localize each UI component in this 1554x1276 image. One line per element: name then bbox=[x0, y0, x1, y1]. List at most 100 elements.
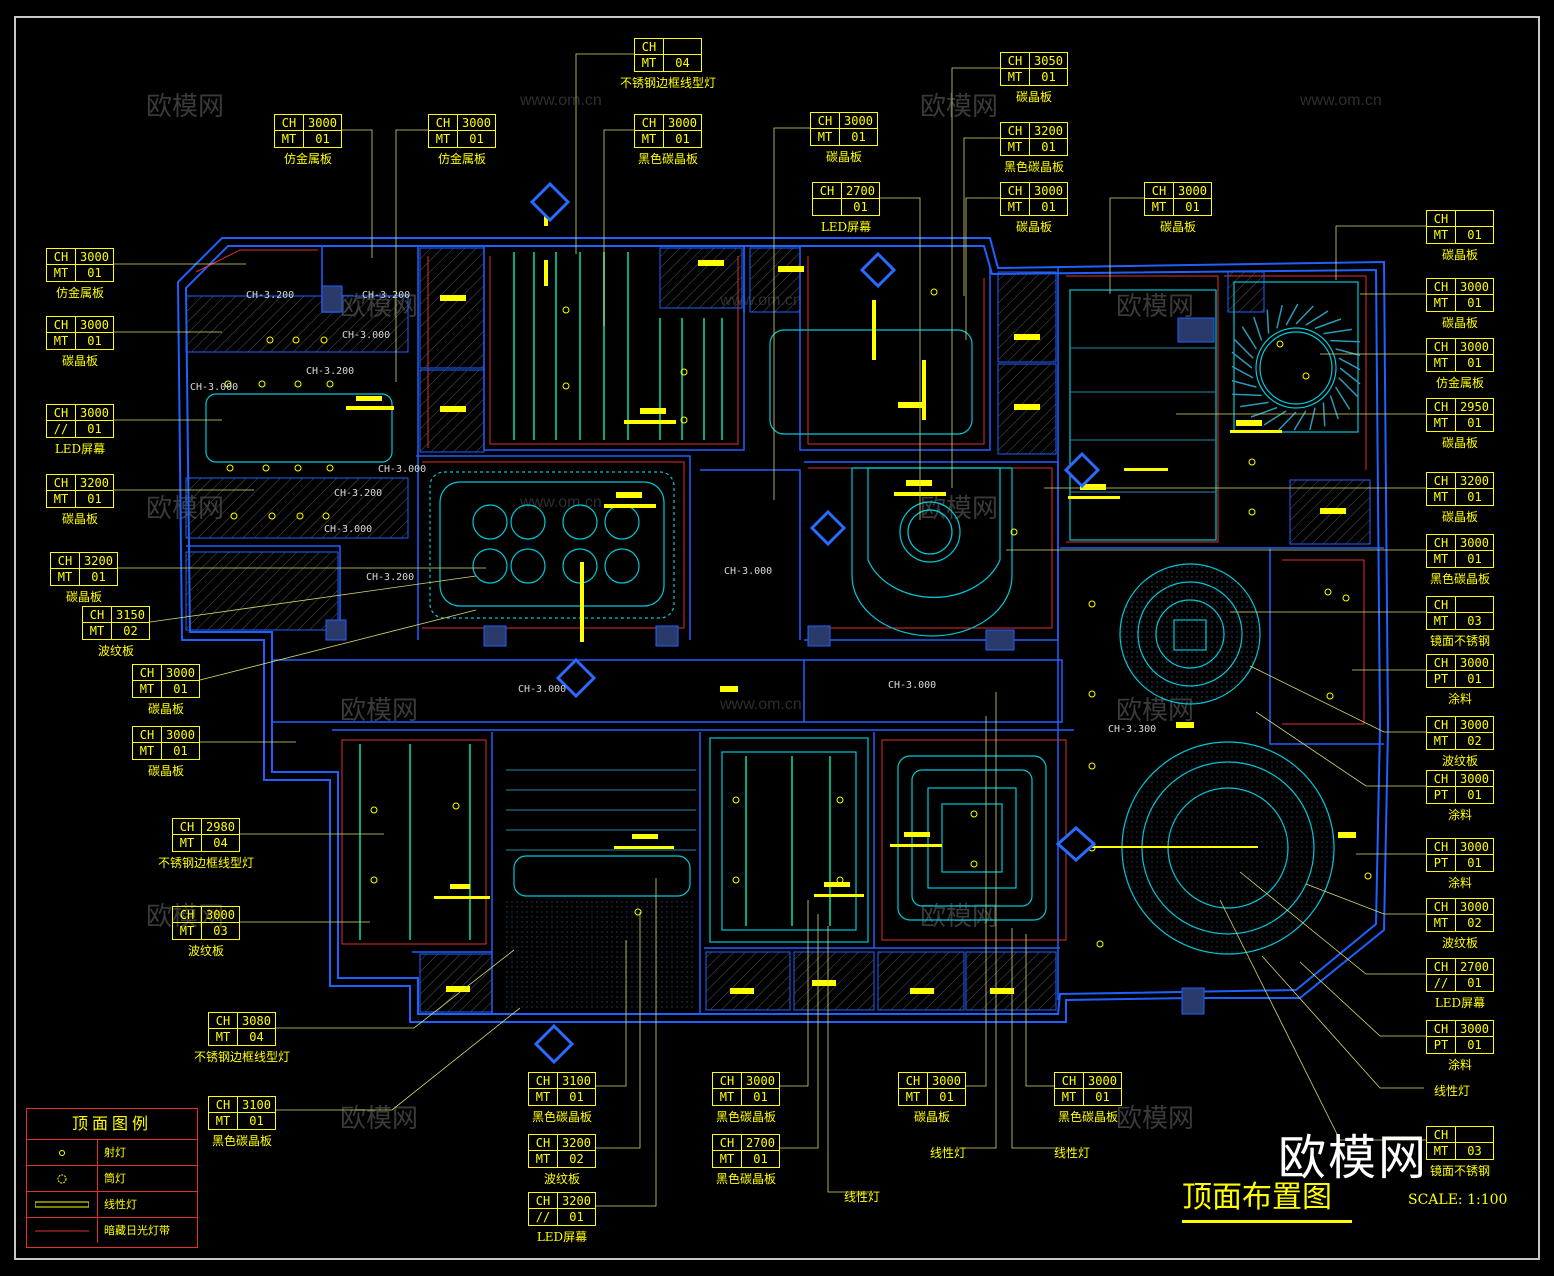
note-linear-light: 线性灯 bbox=[929, 1146, 966, 1160]
light-blocks bbox=[346, 200, 1356, 994]
hidden-light-strips bbox=[195, 249, 1367, 945]
stair-lines bbox=[506, 347, 1216, 851]
watermark: 欧模网 bbox=[1116, 291, 1195, 321]
dotted-finish bbox=[504, 564, 1334, 1010]
watermark-url: www.om.cn bbox=[520, 494, 602, 511]
room-height: CH-3.000 bbox=[518, 684, 567, 695]
legend-row: 筒灯 bbox=[27, 1166, 197, 1192]
room-height: CH-3.000 bbox=[342, 330, 391, 341]
sunburst bbox=[1231, 303, 1361, 431]
section-markers bbox=[529, 181, 1101, 1065]
downlight-icon bbox=[27, 1166, 98, 1191]
downlights bbox=[224, 288, 1372, 948]
room-height: CH-3.200 bbox=[246, 290, 295, 301]
room-height: CH-3.200 bbox=[362, 290, 411, 301]
room-height: CH-3.000 bbox=[324, 524, 373, 535]
drawing-frame bbox=[14, 16, 1540, 1260]
room-height: CH-3.000 bbox=[378, 464, 427, 475]
watermark-url: www.om.cn bbox=[520, 92, 602, 109]
note-linear-light: 线性灯 bbox=[843, 1190, 880, 1204]
legend-title: 顶面图例 bbox=[27, 1109, 197, 1140]
outer-wall bbox=[176, 237, 1390, 1023]
legend-row: 射灯 bbox=[27, 1140, 197, 1166]
columns bbox=[321, 285, 1215, 1015]
linear-light-icon bbox=[27, 1192, 98, 1217]
spotlight-icon bbox=[27, 1140, 98, 1165]
room-height: CH-3.000 bbox=[888, 680, 937, 691]
room-height: CH-3.200 bbox=[334, 488, 383, 499]
note-linear-light: 线性灯 bbox=[1433, 1084, 1470, 1098]
note-linear-light: 线性灯 bbox=[1053, 1146, 1090, 1160]
watermark-url: www.om.cn bbox=[720, 696, 802, 713]
brand-logo: 欧模网 bbox=[1278, 1132, 1429, 1185]
room-height: CH-3.200 bbox=[366, 572, 415, 583]
watermark: 欧模网 bbox=[340, 1103, 419, 1133]
watermark: 欧模网 bbox=[340, 695, 419, 725]
wave-slats bbox=[359, 252, 831, 940]
watermark: 欧模网 bbox=[1116, 1103, 1195, 1133]
watermark-url: www.om.cn bbox=[1300, 92, 1382, 109]
hatched-zones bbox=[185, 247, 1371, 1013]
watermark: 欧模网 bbox=[920, 493, 999, 523]
room-height: CH-3.200 bbox=[306, 366, 355, 377]
room-height: CH-3.000 bbox=[190, 382, 239, 393]
drawing-title: 顶面布置图 bbox=[1182, 1172, 1352, 1223]
legend-row: 暗藏日光灯带 bbox=[27, 1218, 197, 1243]
drawing-scale: SCALE: 1:100 bbox=[1408, 1192, 1508, 1208]
interior-walls bbox=[186, 246, 1384, 1014]
legend-row: 线性灯 bbox=[27, 1192, 197, 1218]
watermark: 欧模网 bbox=[146, 91, 225, 121]
ceiling-legend: 顶面图例 射灯 筒灯 线性灯 暗藏日光灯带 bbox=[26, 1108, 198, 1248]
leader-lines bbox=[114, 53, 1426, 1207]
room-height: CH-3.300 bbox=[1108, 724, 1157, 735]
hidden-strip-icon bbox=[27, 1218, 98, 1243]
watermark: 欧模网 bbox=[920, 91, 999, 121]
room-height: CH-3.000 bbox=[724, 566, 773, 577]
